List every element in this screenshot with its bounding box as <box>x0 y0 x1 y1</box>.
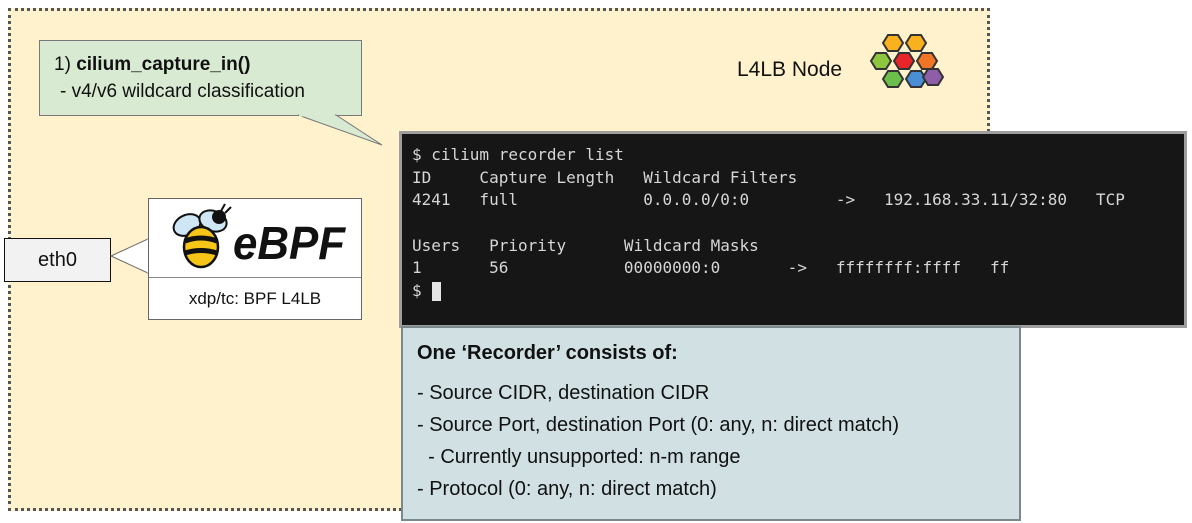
hex-far-right <box>921 68 945 86</box>
terminal-window[interactable]: $ cilium recorder list ID Capture Length… <box>399 131 1187 328</box>
callout-pointer <box>297 113 383 146</box>
terminal-line: Users Priority Wildcard Masks <box>412 235 759 255</box>
recorder-item: - Source CIDR, destination CIDR <box>417 382 710 404</box>
terminal-line: $ cilium recorder list <box>412 145 624 164</box>
eth0-interface: eth0 <box>4 238 111 282</box>
hex-mid-right <box>915 52 939 70</box>
callout-function: cilium_capture_in() <box>76 54 251 75</box>
terminal-prompt-line[interactable]: $ <box>412 280 1184 303</box>
terminal-cursor <box>431 281 441 301</box>
terminal-line: ID Capture Length Wildcard Filters <box>412 167 798 187</box>
hex-bottom-right <box>904 70 928 88</box>
ebpf-subtitle: xdp/tc: BPF L4LB <box>149 277 361 320</box>
node-label: L4LB Node <box>737 58 843 81</box>
terminal-prompt: $ <box>412 280 422 300</box>
recorder-item: - Currently unsupported: n-m range <box>417 446 741 468</box>
capture-callout: 1) cilium_capture_in() - v4/v6 wildcard … <box>39 40 362 116</box>
eth0-pointer <box>109 237 151 275</box>
terminal-line: 4241 full 0.0.0.0/0:0 -> 192.168.33.11/3… <box>412 190 1125 209</box>
terminal-line: 1 56 00000000:0 -> ffffffff:ffff ff <box>412 258 1010 277</box>
recorder-item: - Source Port, destination Port (0: any,… <box>417 414 900 436</box>
hex-top-left <box>881 34 905 52</box>
ebpf-logo-text: eBPF <box>233 217 347 269</box>
terminal-line <box>412 212 1184 235</box>
cilium-logo-icon <box>869 34 945 88</box>
hex-center <box>892 52 916 70</box>
callout-step: 1) <box>54 54 71 75</box>
recorder-info-box: One ‘Recorder’ consists of: - Source CID… <box>401 326 1021 521</box>
hex-top-right <box>904 34 928 52</box>
recorder-item: - Protocol (0: any, n: direct match) <box>417 478 717 500</box>
callout-description: - v4/v6 wildcard classification <box>60 81 305 102</box>
ebpf-program-box: eBPF xdp/tc: BPF L4LB <box>148 198 362 320</box>
hex-bottom-left <box>881 70 905 88</box>
ebpf-bee-logo-icon: eBPF <box>172 203 347 269</box>
recorder-title: One ‘Recorder’ consists of: <box>417 342 678 364</box>
hex-mid-left <box>869 52 893 70</box>
